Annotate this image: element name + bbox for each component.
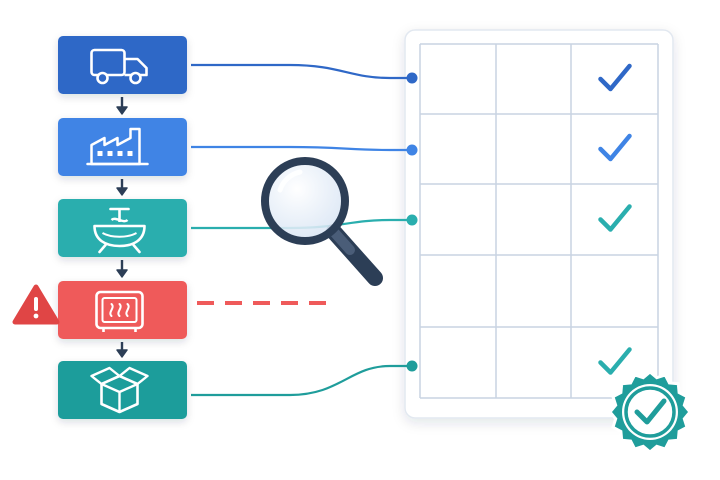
checklist-checks [598, 63, 632, 375]
step-heating [58, 281, 187, 339]
box-icon [90, 366, 149, 414]
step-packaging [58, 361, 187, 419]
connector-line [191, 145, 412, 152]
magnifier-icon [261, 157, 383, 286]
step-box [58, 199, 187, 257]
step-box [58, 118, 187, 176]
verified-seal-icon [608, 370, 692, 454]
step-transport [58, 36, 187, 94]
check-mark-icon [598, 63, 632, 92]
down-arrow-icon [116, 260, 128, 278]
oven-icon [95, 290, 144, 332]
connector-dot [406, 214, 418, 226]
warning-icon [12, 284, 60, 325]
down-arrow-icon [116, 179, 128, 196]
check-mark-icon [598, 204, 632, 232]
step-processing [58, 199, 187, 257]
step-box [58, 281, 187, 339]
connector-dot [406, 144, 418, 156]
connector-dot [406, 72, 418, 84]
truck-icon [90, 48, 148, 85]
down-arrow-icon [116, 342, 128, 358]
mixing-tank-icon [93, 207, 146, 254]
connector-line [191, 63, 412, 80]
checklist-panel [404, 29, 674, 419]
checklist-card [404, 29, 674, 419]
connector-dot [406, 360, 418, 372]
check-mark-icon [598, 347, 632, 375]
connector-line [191, 364, 412, 397]
down-arrow-icon [116, 97, 128, 115]
step-factory [58, 118, 187, 176]
step-box [58, 36, 187, 94]
factory-icon [86, 127, 149, 166]
check-mark-icon [598, 133, 632, 162]
process-steps [58, 36, 187, 419]
flow-arrows [116, 97, 128, 358]
